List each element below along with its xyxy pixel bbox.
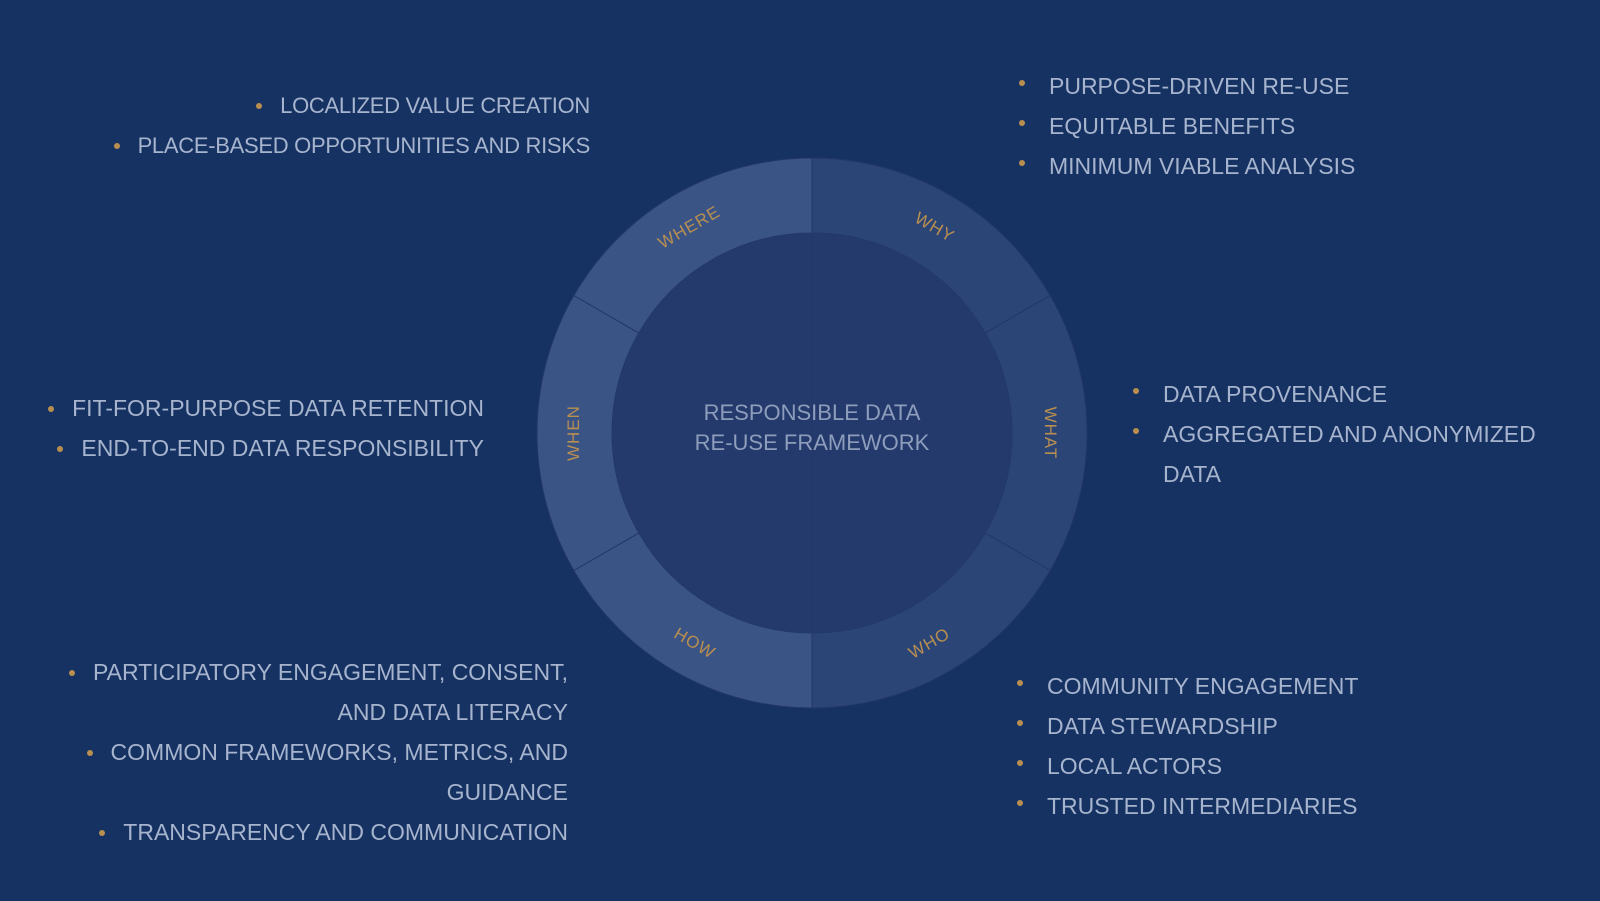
bullet-icon <box>86 750 93 756</box>
list-item: FIT-FOR-PURPOSE DATA RETENTION <box>48 388 484 428</box>
list-item: PLACE-BASED OPPORTUNITIES AND RISKS <box>113 126 590 166</box>
bullet-icon <box>68 670 75 676</box>
bullet-icon <box>1133 428 1139 434</box>
list-item: PARTICIPATORY ENGAGEMENT, CONSENT, <box>68 652 568 692</box>
list-item: END-TO-END DATA RESPONSIBILITY <box>48 428 484 468</box>
why-group: PURPOSE-DRIVEN RE-USE EQUITABLE BENEFITS… <box>1019 66 1355 186</box>
bullet-icon <box>1017 720 1023 726</box>
who-group: COMMUNITY ENGAGEMENT DATA STEWARDSHIP LO… <box>1017 666 1358 826</box>
how-group: PARTICIPATORY ENGAGEMENT, CONSENT, AND D… <box>68 652 568 852</box>
when-group: FIT-FOR-PURPOSE DATA RETENTION END-TO-EN… <box>48 388 484 468</box>
bullet-icon <box>256 103 263 109</box>
what-group: DATA PROVENANCE AGGREGATED AND ANONYMIZE… <box>1133 374 1536 494</box>
segment-label-when: WHEN <box>564 405 583 461</box>
list-item: TRANSPARENCY AND COMMUNICATION <box>69 812 568 852</box>
list-item-continuation: DATA <box>1163 461 1221 487</box>
where-group: LOCALIZED VALUE CREATION PLACE-BASED OPP… <box>113 86 590 166</box>
list-item: DATA STEWARDSHIP <box>1017 706 1358 746</box>
segment-label-what: WHAT <box>1041 407 1060 460</box>
list-item: DATA PROVENANCE <box>1133 374 1536 414</box>
list-item: LOCAL ACTORS <box>1017 746 1358 786</box>
list-item: COMMUNITY ENGAGEMENT <box>1017 666 1358 706</box>
bullet-icon <box>113 143 120 149</box>
list-item: AGGREGATED AND ANONYMIZED <box>1133 414 1536 454</box>
list-item: TRUSTED INTERMEDIARIES <box>1017 786 1358 826</box>
bullet-icon <box>1017 680 1023 686</box>
bullet-icon <box>1133 388 1139 394</box>
list-item: LOCALIZED VALUE CREATION <box>114 86 590 126</box>
bullet-icon <box>48 406 55 412</box>
center-title-line2: RE-USE FRAMEWORK <box>695 430 930 455</box>
bullet-icon <box>1019 120 1025 126</box>
bullet-icon <box>1019 160 1025 166</box>
list-item-continuation: GUIDANCE <box>446 779 568 805</box>
list-item: EQUITABLE BENEFITS <box>1019 106 1355 146</box>
list-item: COMMON FRAMEWORKS, METRICS, AND <box>69 732 568 772</box>
bullet-icon <box>1019 80 1025 86</box>
bullet-icon <box>99 830 106 836</box>
bullet-icon <box>1017 800 1023 806</box>
bullet-icon <box>57 446 64 452</box>
list-item: MINIMUM VIABLE ANALYSIS <box>1019 146 1355 186</box>
list-item-continuation: AND DATA LITERACY <box>337 699 568 725</box>
center-title-line1: RESPONSIBLE DATA <box>704 400 921 425</box>
bullet-icon <box>1017 760 1023 766</box>
list-item: PURPOSE-DRIVEN RE-USE <box>1019 66 1355 106</box>
